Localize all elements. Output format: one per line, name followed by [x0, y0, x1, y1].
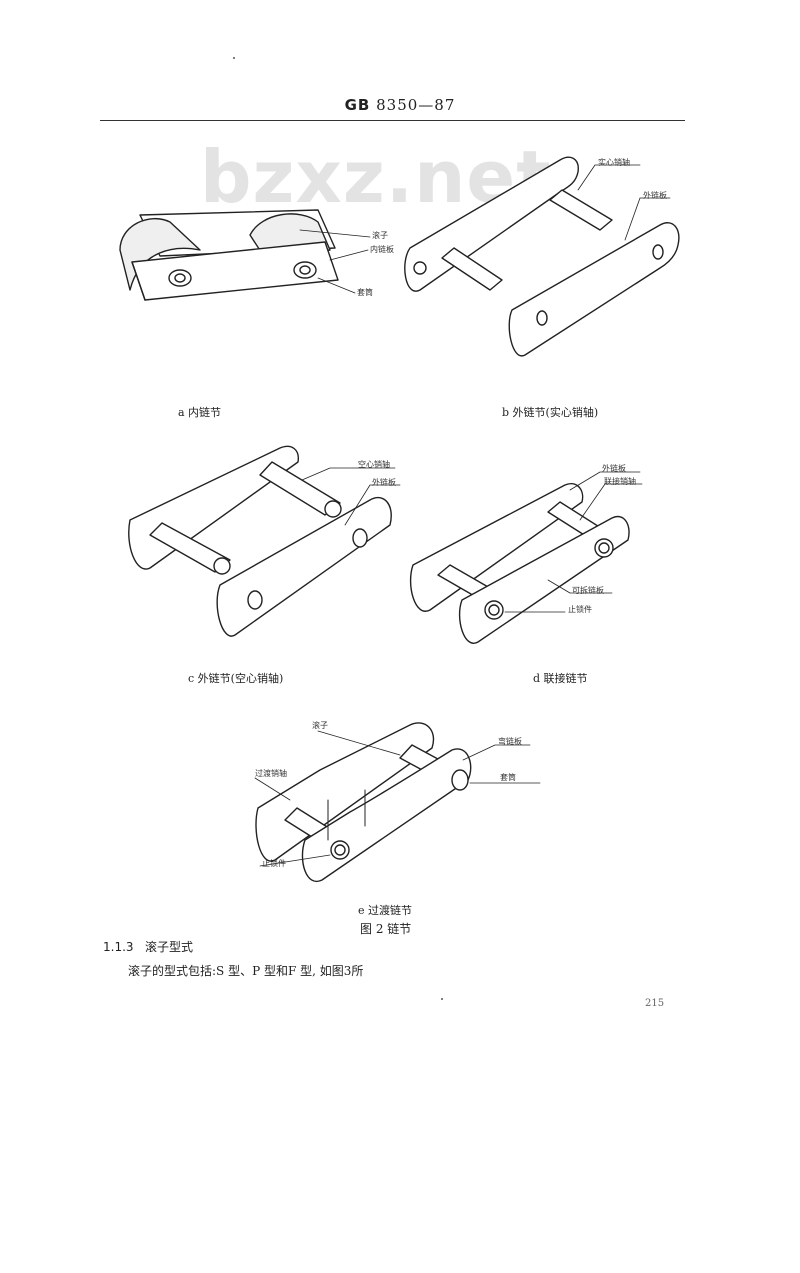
- section-number: 1.1.3: [103, 940, 134, 954]
- standard-prefix: GB: [344, 96, 371, 114]
- caption-figure-b: b 外链节(实心销轴): [502, 406, 599, 419]
- figure-b-outer-link: [404, 156, 680, 357]
- label-outer-plate-b: 外链板: [643, 191, 667, 200]
- section-title: 滚子型式: [145, 940, 194, 954]
- label-detachable-plate-d: 可拆链板: [572, 586, 604, 595]
- label-outer-plate-c: 外链板: [372, 478, 396, 487]
- scan-speck: [233, 57, 235, 59]
- label-bushing-a: 套筒: [357, 288, 373, 297]
- label-stopper-e: 止锁件: [262, 859, 286, 868]
- figure-c-outer-link-hollow: [128, 445, 392, 637]
- label-solid-pin-b: 实心销轴: [598, 158, 630, 167]
- label-bushing-e: 套筒: [500, 773, 516, 782]
- figure-a-inner-link: [119, 209, 339, 301]
- figure-e-transition-link: [255, 722, 472, 883]
- figure-d-connecting-link: [409, 483, 630, 644]
- label-stopper-d: 止锁件: [568, 605, 592, 614]
- caption-figure-e: e 过渡链节: [358, 904, 413, 917]
- caption-figure-a: a 内链节: [178, 406, 222, 419]
- label-inner-plate-a: 内链板: [370, 245, 394, 254]
- label-outer-plate-d: 外链板: [602, 464, 626, 473]
- label-transition-pin-e: 过渡销轴: [255, 769, 287, 778]
- page-number: 215: [645, 998, 665, 1009]
- section-heading: 1.1.3 滚子型式: [103, 938, 193, 955]
- figure-title: 图 2 链节: [360, 922, 412, 936]
- header-rule: [100, 120, 685, 121]
- caption-figure-d: d 联接链节: [533, 672, 588, 685]
- label-bent-plate-e: 弯链板: [498, 737, 522, 746]
- label-hollow-pin-c: 空心销轴: [358, 460, 390, 469]
- label-connecting-pin-d: 联接销轴: [604, 477, 636, 486]
- body-paragraph: 滚子的型式包括:S 型、P 型和F 型, 如图3所: [128, 964, 364, 978]
- standard-number: 8350—87: [376, 96, 456, 114]
- label-roller-a: 滚子: [372, 231, 388, 240]
- leader-lines: [254, 164, 671, 867]
- label-roller-e: 滚子: [312, 721, 328, 730]
- page-header: GB 8350—87: [0, 96, 800, 114]
- caption-figure-c: c 外链节(空心销轴): [188, 672, 284, 685]
- scan-speck: [441, 998, 443, 1000]
